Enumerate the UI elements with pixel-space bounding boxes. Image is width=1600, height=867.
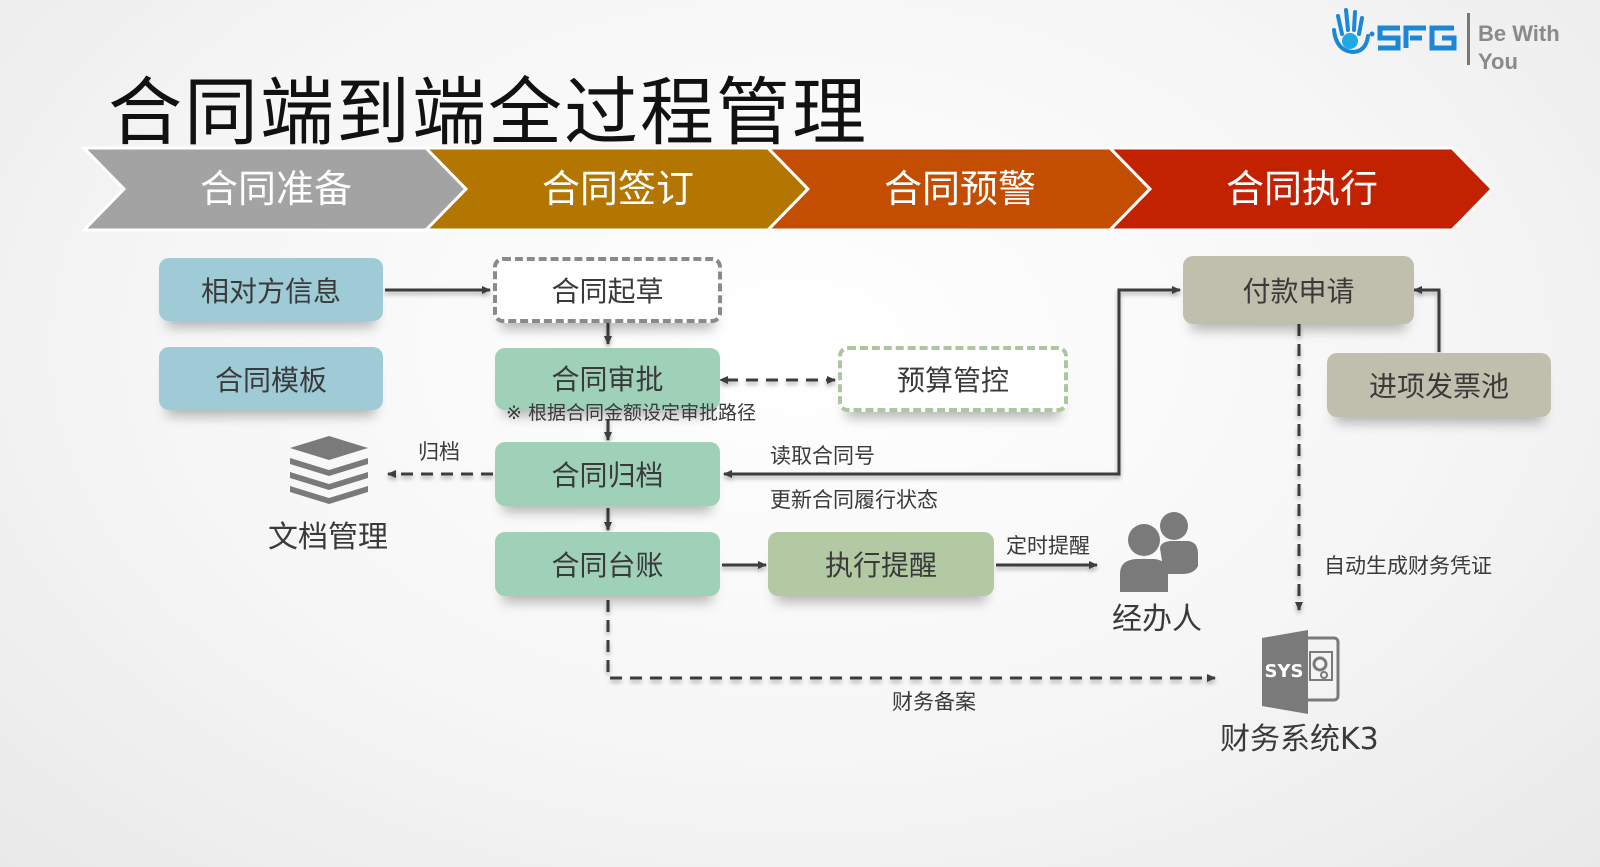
edge-label-timed-reminder: 定时提醒 [1006, 534, 1090, 558]
edge-label-finance-filing: 财务备案 [892, 690, 976, 714]
finance-icon-text: SYS [1265, 661, 1304, 682]
edge-label-read-contract-no: 读取合同号 [770, 444, 875, 468]
finance-system-label: 财务系统K3 [1220, 722, 1379, 757]
node-counterparty-info[interactable]: 相对方信息 [159, 258, 383, 321]
stage-label-preparation: 合同准备 [199, 167, 352, 211]
node-contract-template-label: 合同模板 [214, 363, 327, 397]
finance-system-icon: SYS [1262, 630, 1340, 714]
edge-invoice-to-payment [1413, 286, 1441, 352]
node-contract-ledger-label: 合同台账 [551, 549, 664, 582]
logo-tagline-line2: You [1478, 49, 1518, 74]
node-contract-archive[interactable]: 合同归档 [495, 442, 720, 506]
users-icon [1120, 512, 1198, 592]
approval-note: ※ 根据合同金额设定审批路径 [506, 402, 756, 424]
node-budget-control[interactable]: 预算管控 [838, 346, 1068, 412]
logo-divider [1467, 13, 1470, 65]
stage-label-signing: 合同签订 [541, 167, 694, 211]
node-execution-reminder-label: 执行提醒 [824, 549, 937, 582]
document-management-label: 文档管理 [268, 520, 388, 555]
node-contract-template[interactable]: 合同模板 [159, 347, 383, 410]
node-contract-draft-label: 合同起草 [551, 275, 664, 308]
node-contract-approval[interactable]: 合同审批 [495, 348, 720, 410]
node-contract-archive-label: 合同归档 [551, 459, 664, 492]
sfg-logo-icon [1332, 8, 1457, 55]
node-counterparty-info-label: 相对方信息 [200, 274, 341, 308]
company-logo: Be With You [1330, 6, 1590, 76]
edge-label-auto-voucher: 自动生成财务凭证 [1324, 554, 1492, 578]
node-contract-approval-label: 合同审批 [551, 363, 664, 396]
stage-label-warning: 合同预警 [883, 167, 1036, 211]
node-contract-draft[interactable]: 合同起草 [493, 257, 722, 323]
stage-label-execution: 合同执行 [1225, 167, 1378, 211]
node-contract-ledger[interactable]: 合同台账 [495, 532, 720, 596]
node-payment-request[interactable]: 付款申请 [1183, 256, 1414, 324]
node-input-invoice-pool[interactable]: 进项发票池 [1327, 353, 1551, 417]
logo-tagline: Be With You [1478, 20, 1560, 76]
node-input-invoice-pool-label: 进项发票池 [1368, 370, 1509, 403]
node-payment-request-label: 付款申请 [1242, 275, 1355, 308]
logo-tagline-line1: Be With [1478, 21, 1560, 46]
handler-label: 经办人 [1112, 602, 1202, 637]
edge-label-archive: 归档 [418, 440, 460, 464]
node-execution-reminder[interactable]: 执行提醒 [768, 532, 994, 596]
page-title: 合同端到端全过程管理 [108, 70, 868, 156]
node-budget-control-label: 预算管控 [896, 364, 1009, 397]
document-stack-icon [290, 436, 368, 504]
edge-label-update-status: 更新合同履行状态 [770, 488, 938, 512]
